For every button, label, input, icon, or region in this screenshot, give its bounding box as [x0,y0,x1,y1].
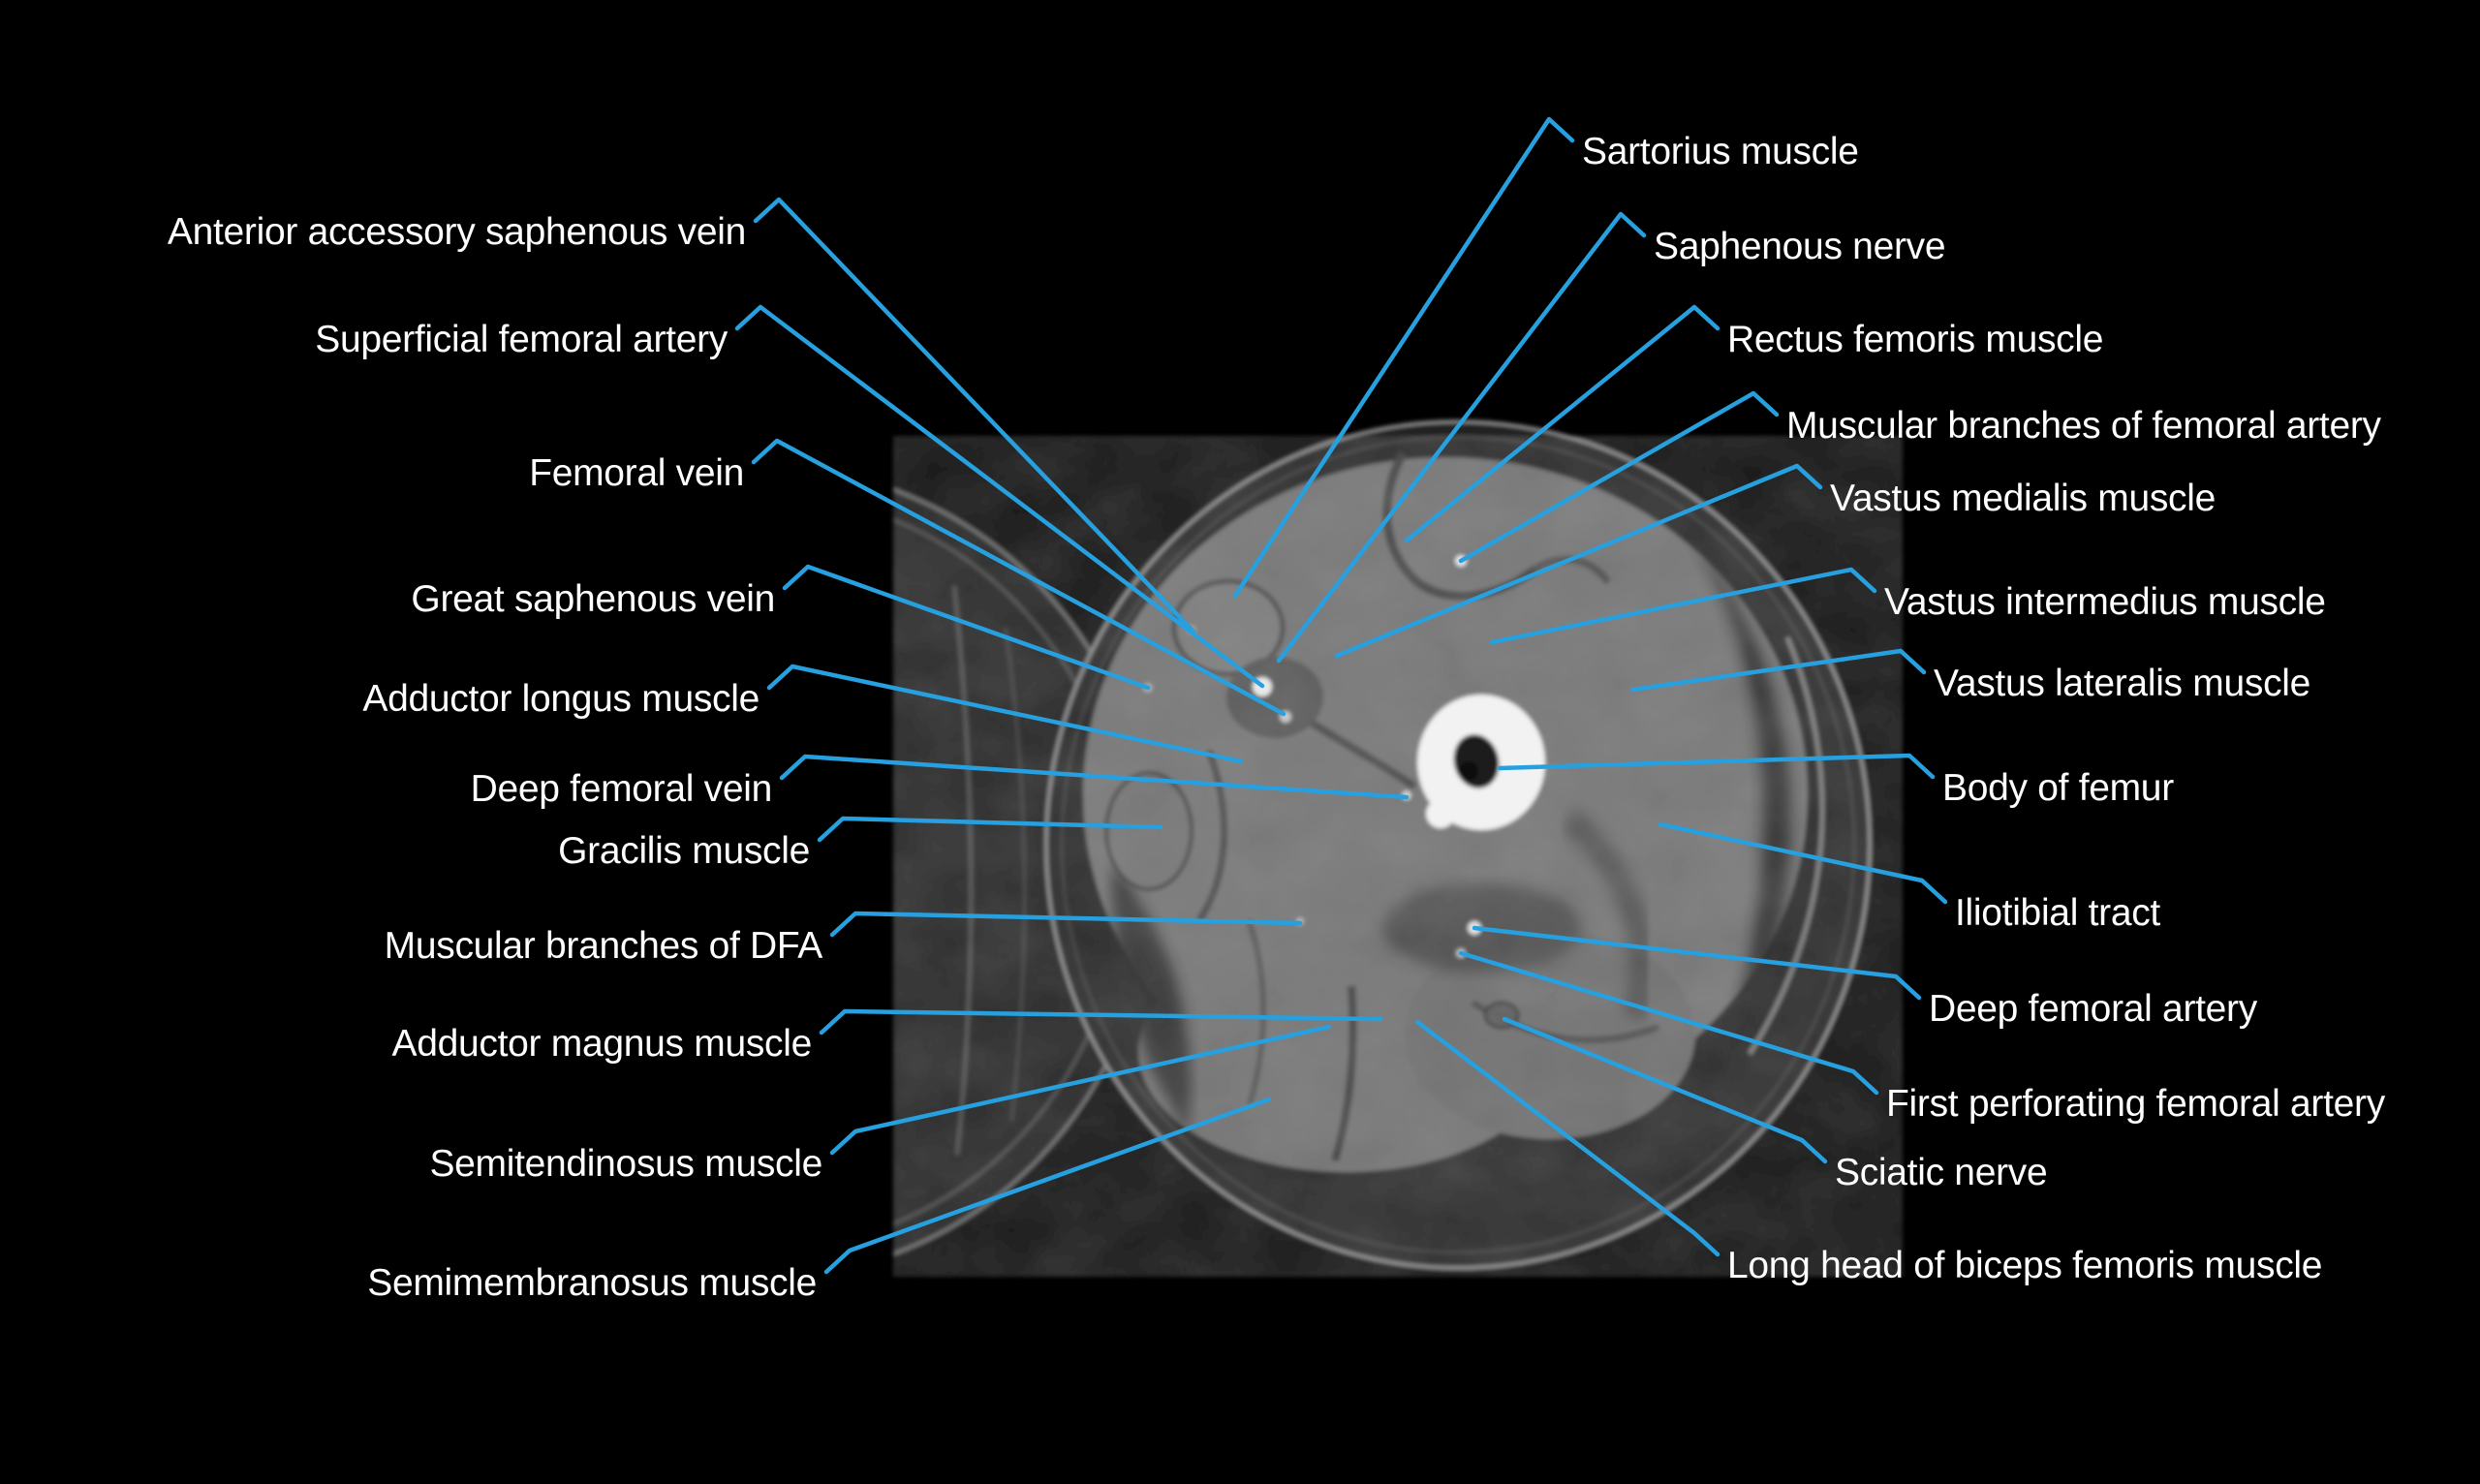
label-sciatic-nerve: Sciatic nerve [1835,1152,2047,1193]
leader-deep-femoral-artery [1472,925,1922,1001]
leader-long-head-of-biceps-femoris-muscle [1414,1019,1720,1257]
label-adductor-magnus-muscle: Adductor magnus muscle [392,1023,812,1065]
label-body-of-femur: Body of femur [1942,767,2174,809]
leader-femoral-vein [751,438,1286,717]
label-superficial-femoral-artery: Superficial femoral artery [315,319,728,360]
leader-semimembranosus-muscle [823,1097,1272,1275]
ct-scan-image [893,419,1903,1277]
label-long-head-of-biceps-femoris-muscle: Long head of biceps femoris muscle [1727,1245,2322,1286]
leader-body-of-femur [1497,753,1936,780]
label-iliotibial-tract: Iliotibial tract [1955,892,2160,934]
leader-iliotibial-tract [1658,821,1948,905]
leader-saphenous-nerve [1276,211,1647,664]
label-femoral-vein: Femoral vein [529,452,744,494]
leader-great-saphenous-vein [782,564,1151,691]
label-semimembranosus-muscle: Semimembranosus muscle [367,1262,817,1304]
label-first-perforating-femoral-artery: First perforating femoral artery [1886,1083,2386,1125]
leader-sciatic-nerve [1502,1016,1828,1164]
label-gracilis-muscle: Gracilis muscle [558,830,810,872]
femur-bone [1417,695,1545,830]
label-saphenous-nerve: Saphenous nerve [1654,226,1945,267]
label-great-saphenous-vein: Great saphenous vein [411,578,775,620]
leader-deep-femoral-vein [779,754,1410,800]
label-deep-femoral-vein: Deep femoral vein [471,768,772,810]
label-muscular-branches-of-dfa: Muscular branches of DFA [385,925,823,967]
leader-vastus-intermedius-muscle [1489,567,1877,645]
label-vastus-medialis-muscle: Vastus medialis muscle [1830,478,2216,519]
leader-superficial-femoral-artery [734,304,1265,689]
label-texts: Anterior accessory saphenous veinSuperfi… [168,131,2386,1304]
leader-gracilis-muscle [817,816,1163,843]
label-rectus-femoris-muscle: Rectus femoris muscle [1727,319,2103,360]
leader-muscular-branches-of-dfa [829,911,1303,938]
label-semitendinosus-muscle: Semitendinosus muscle [429,1143,822,1185]
label-deep-femoral-artery: Deep femoral artery [1929,988,2258,1030]
leader-semitendinosus-muscle [829,1024,1332,1156]
leader-rectus-femoris-muscle [1404,304,1720,543]
leader-lines [734,116,1948,1275]
main-thigh [893,419,1903,1277]
leader-adductor-magnus-muscle [819,1008,1383,1036]
label-anterior-accessory-saphenous-vein: Anterior accessory saphenous vein [168,211,746,253]
leader-muscular-branches-of-femoral-artery [1458,390,1780,564]
label-vastus-lateralis-muscle: Vastus lateralis muscle [1934,663,2310,704]
leader-vastus-lateralis-muscle [1629,648,1927,693]
label-sartorius-muscle: Sartorius muscle [1582,131,1859,172]
ct-noise [893,436,1903,1277]
label-vastus-intermedius-muscle: Vastus intermedius muscle [1884,581,2326,623]
leader-sartorius-muscle [1232,116,1575,599]
label-muscular-branches-of-femoral-artery: Muscular branches of femoral artery [1786,405,2382,447]
leader-adductor-longus-muscle [766,664,1244,764]
leader-anterior-accessory-saphenous-vein [753,197,1196,634]
leader-vastus-medialis-muscle [1334,463,1823,659]
leader-first-perforating-femoral-artery [1458,950,1879,1096]
label-adductor-longus-muscle: Adductor longus muscle [362,678,760,720]
